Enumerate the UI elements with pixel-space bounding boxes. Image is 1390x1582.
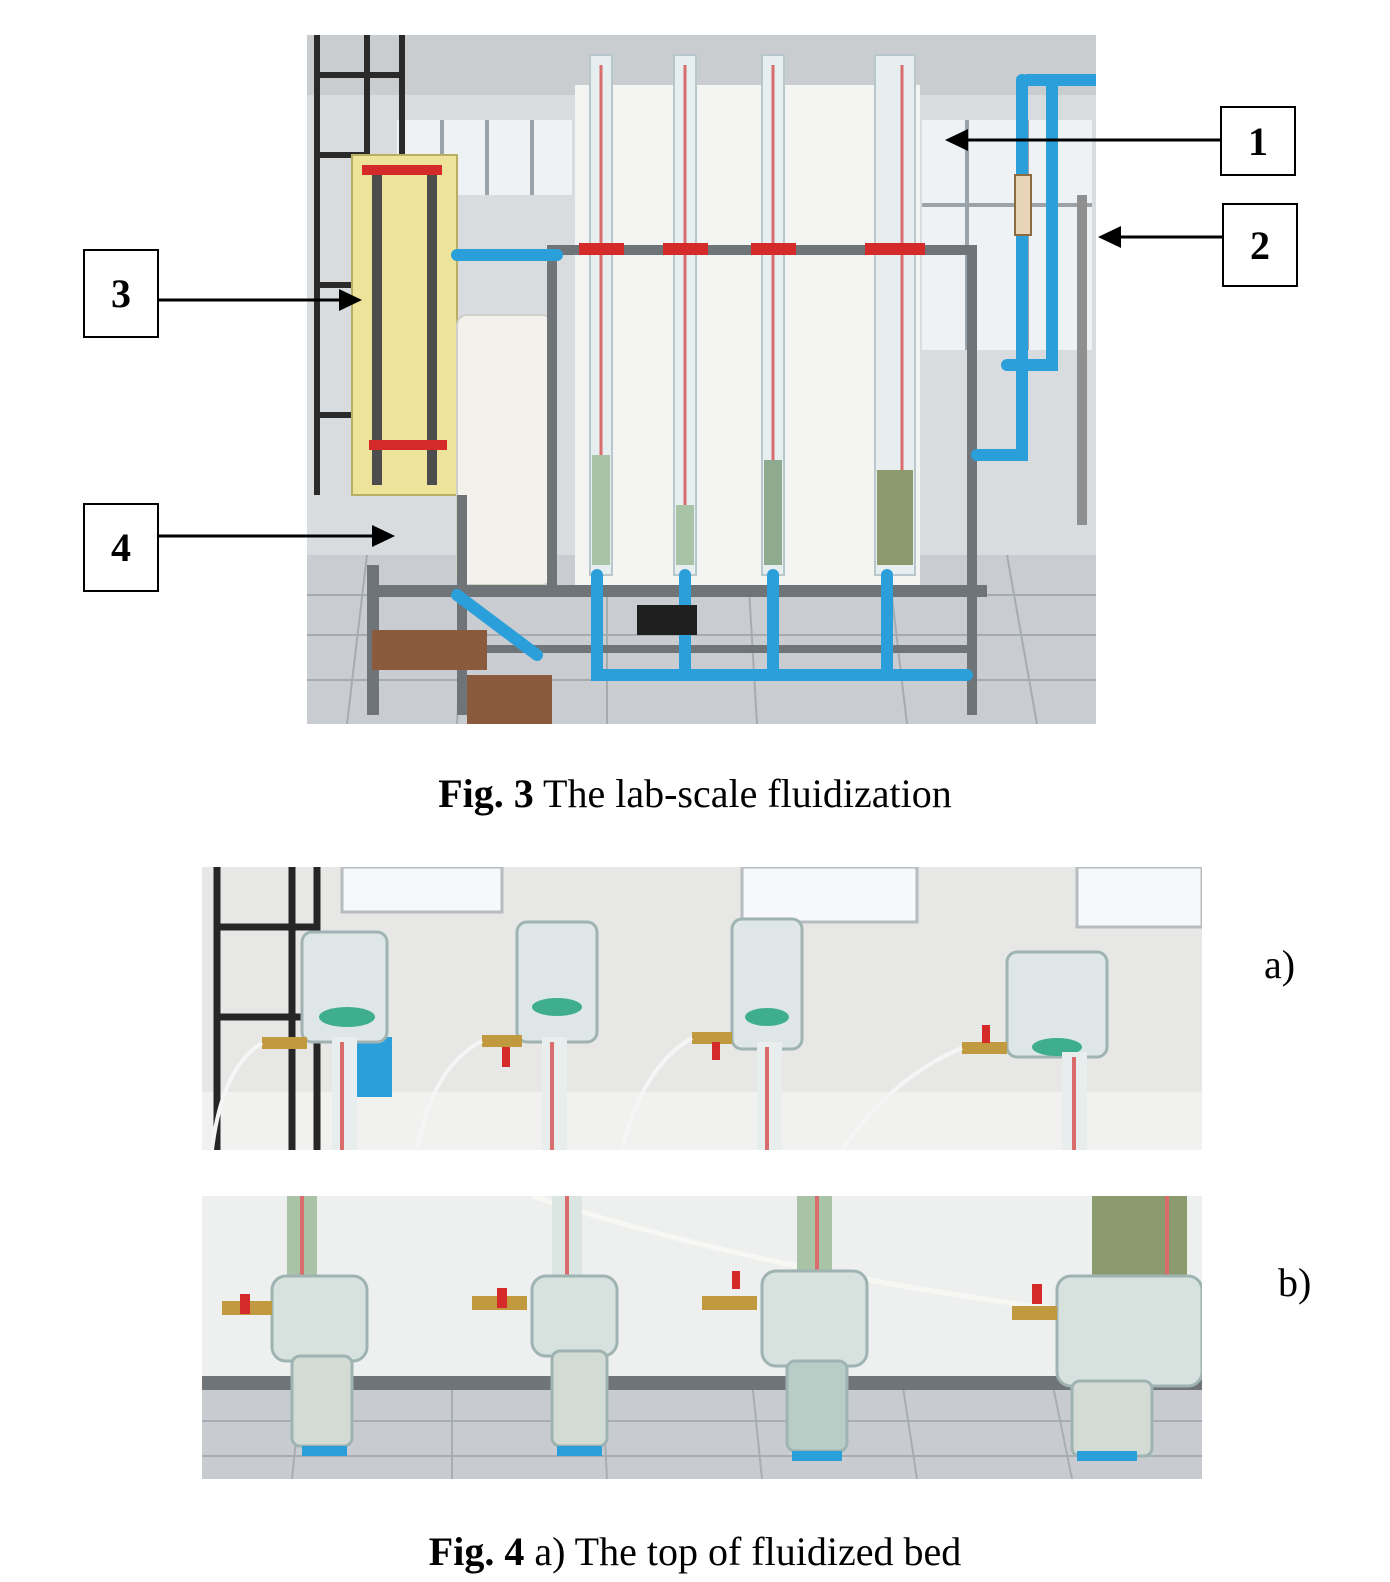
figure-4-label: Fig. 4 <box>428 1529 525 1574</box>
figure-3-label: Fig. 3 <box>438 771 534 816</box>
figure-4-caption-text: a) The top of fluidized bed <box>524 1529 962 1574</box>
figure-4-caption: Fig. 4 a) The top of fluidized bed <box>0 1528 1390 1575</box>
panel-a-label: a) <box>1264 942 1296 987</box>
callout-3: 3 <box>83 249 159 338</box>
panel-b-label: b) <box>1278 1260 1312 1305</box>
callout-4: 4 <box>83 503 159 592</box>
callout-1: 1 <box>1220 106 1296 176</box>
callout-2: 2 <box>1222 203 1298 287</box>
figure-3-caption: Fig. 3 The lab-scale fluidization <box>0 770 1390 817</box>
fluidized-bed-top-photo <box>202 867 1202 1150</box>
fluidized-bed-bottom-photo <box>202 1196 1202 1479</box>
fluidization-rig-photo <box>307 35 1096 724</box>
callout-arrows <box>0 0 1390 760</box>
figure-3-caption-text: The lab-scale fluidization <box>533 771 952 816</box>
